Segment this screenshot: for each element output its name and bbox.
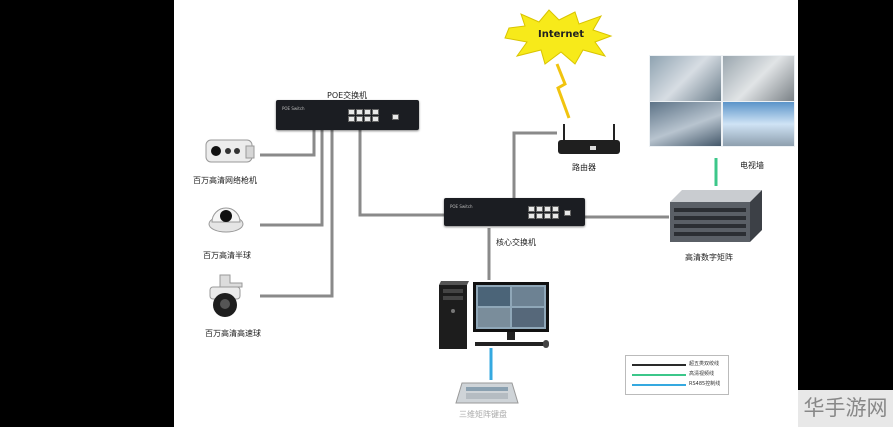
network-diagram: Internet POE交换机 POE Switch 路由器 电视墙 POE S…: [174, 0, 798, 427]
router-icon: [558, 124, 620, 154]
line-speeddome-to-poe: [260, 128, 334, 298]
connection-lines: [260, 128, 718, 380]
watermark-logo: 华手游网: [798, 390, 893, 427]
switch-brand: POE Switch: [450, 204, 473, 209]
legend-item: 超五类双绞线: [632, 361, 726, 368]
bullet-camera-label: 百万高清网络枪机: [193, 176, 257, 185]
line-bullet-to-poe: [260, 128, 316, 157]
bullet-camera-icon: [205, 139, 255, 163]
core-switch: POE Switch: [444, 198, 585, 226]
dome-camera-icon: [208, 207, 244, 233]
monitor-icon: [473, 282, 549, 348]
line-poe-to-core: [358, 128, 444, 217]
control-keyboard-icon: [455, 382, 519, 404]
internet-burst-icon: [504, 9, 613, 65]
tvwall-screens: [649, 55, 795, 147]
legend-item: 高清视频线: [632, 371, 726, 378]
nvr-label: 高清数字矩阵: [685, 253, 733, 262]
speed-dome-label: 百万高清高速球: [205, 329, 261, 338]
lightning-bolt-icon: [555, 63, 571, 119]
legend-item: RS485控制线: [632, 381, 726, 388]
poe-switch-label: POE交换机: [327, 91, 368, 100]
line-dome-to-poe: [260, 128, 324, 227]
pc-tower-icon: [439, 281, 469, 349]
poe-switch: POE Switch: [276, 100, 419, 130]
internet-label: Internet: [538, 29, 585, 40]
nvr-icon: [670, 190, 762, 242]
dome-camera-label: 百万高清半球: [203, 251, 251, 260]
core-switch-label: 核心交换机: [496, 238, 536, 247]
router-label: 路由器: [572, 163, 596, 172]
switch-brand: POE Switch: [282, 106, 305, 111]
speed-dome-icon: [209, 274, 243, 317]
legend: 超五类双绞线 高清视频线 RS485控制线: [625, 355, 729, 395]
tvwall-label: 电视墙: [740, 161, 764, 170]
line-core-to-router: [512, 131, 557, 200]
keyboard-label: 三维矩阵键盘: [459, 410, 507, 419]
